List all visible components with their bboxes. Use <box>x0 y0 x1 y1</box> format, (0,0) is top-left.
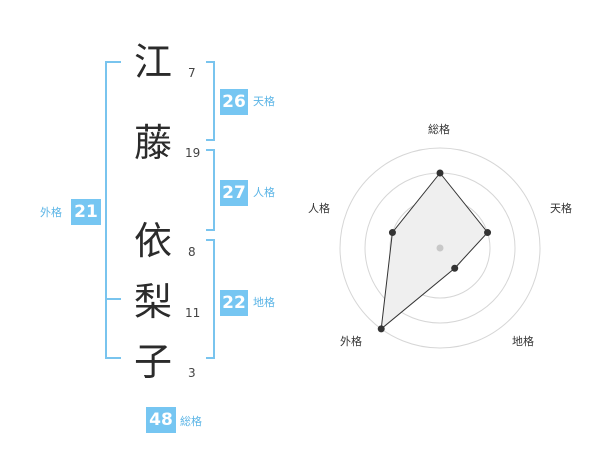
tenkaku-value-badge: 26 <box>220 89 248 115</box>
stroke-count-4: 11 <box>185 306 201 320</box>
soukaku-label: 総格 <box>180 415 202 428</box>
radar-grid-ring <box>339 147 541 349</box>
stroke-count-2: 19 <box>185 146 201 160</box>
gaikaku-label: 外格 <box>40 206 62 219</box>
name-char-1: 江 <box>133 40 172 84</box>
jinkaku-label: 人格 <box>253 186 275 199</box>
name-char-5: 子 <box>133 340 172 384</box>
name-char-3: 依 <box>133 219 172 263</box>
radar-axis-label-chikaku: 地格 <box>512 335 534 348</box>
chikaku-value-badge: 22 <box>220 290 248 316</box>
bracket-jinkaku <box>206 149 215 231</box>
stroke-count-1: 7 <box>188 66 196 80</box>
name-char-4: 梨 <box>133 280 172 324</box>
gaikaku-value-badge: 21 <box>71 199 101 225</box>
radar-axis-label-soukaku: 総格 <box>428 123 450 136</box>
bracket-gaikaku <box>105 61 121 359</box>
name-char-2: 藤 <box>133 121 172 165</box>
radar-point-1 <box>436 169 444 177</box>
radar-point-3 <box>451 264 459 272</box>
radar-axis-label-gaikaku: 外格 <box>340 335 362 348</box>
bracket-chikaku <box>206 239 215 359</box>
tenkaku-label: 天格 <box>253 95 275 108</box>
stroke-count-3: 8 <box>188 245 196 259</box>
chikaku-label: 地格 <box>253 296 275 309</box>
radar-point-4 <box>377 325 385 333</box>
radar-data-polygon <box>380 172 489 331</box>
radar-point-2 <box>484 229 492 237</box>
stroke-count-5: 3 <box>188 366 196 380</box>
fortune-brackets <box>105 61 215 359</box>
soukaku-value-badge: 48 <box>146 407 176 433</box>
radar-points <box>377 169 492 333</box>
radar-axis-label-tenkaku: 天格 <box>550 202 572 215</box>
bracket-tenkaku <box>206 61 215 141</box>
radar-center-dot <box>436 244 444 252</box>
radar-axis-label-jinkaku: 人格 <box>308 202 330 215</box>
radar-point-5 <box>388 229 396 237</box>
jinkaku-value-badge: 27 <box>220 180 248 206</box>
